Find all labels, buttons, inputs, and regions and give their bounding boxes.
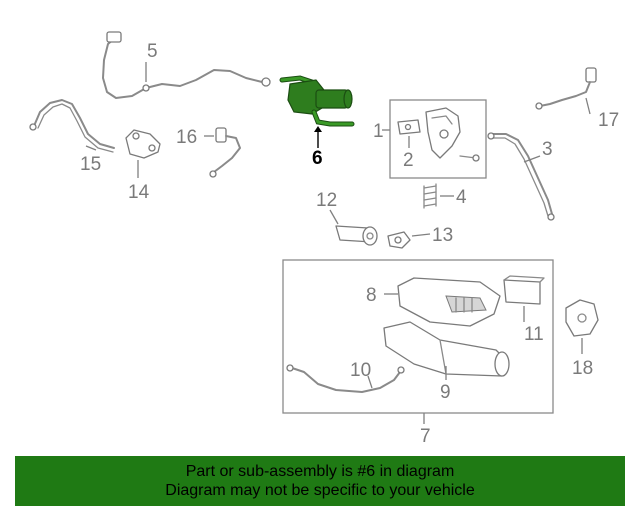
callout-2: 2 [403,150,414,171]
callout-11: 11 [524,324,544,345]
callout-5: 5 [147,41,158,62]
parts-diagram: 5 15 14 16 6 1 [29,31,619,447]
callout-12: 12 [316,190,337,211]
callout-9: 9 [440,382,451,403]
callout-3: 3 [542,139,553,160]
callout-6: 6 [312,148,323,169]
group-box-7 [282,259,554,414]
leader-13 [411,233,431,237]
callout-8: 8 [366,285,377,306]
leader-3 [523,155,541,163]
part-4-spring[interactable] [423,183,437,209]
part-2-gasket[interactable] [397,119,421,135]
part-16-sensor[interactable] [209,127,241,178]
info-banner: Part or sub-assembly is #6 in diagram Di… [15,456,625,506]
leader-6-arrow [314,126,322,132]
callout-10: 10 [350,360,371,381]
part-8-bracket[interactable] [397,277,501,327]
banner-line-1: Part or sub-assembly is #6 in diagram [185,463,455,480]
callout-14: 14 [128,182,150,203]
part-15-pipe[interactable] [29,99,115,153]
callout-17: 17 [598,110,619,131]
group-box-1 [389,99,487,179]
callout-7: 7 [420,426,431,447]
callout-4: 4 [456,187,467,208]
leader-17 [585,97,591,115]
part-3-pipe[interactable] [487,132,555,221]
callout-16: 16 [176,127,197,148]
part-13-valve[interactable] [387,231,411,249]
callout-1: 1 [373,121,384,142]
part-6-valve-highlighted[interactable] [279,75,355,127]
leader-12 [329,209,339,225]
part-18-sensor[interactable] [565,299,599,337]
part-11-filter-box[interactable] [503,275,545,305]
bolt [459,154,480,162]
callout-15: 15 [80,154,101,175]
part-10-hose[interactable] [286,364,405,393]
part-9-canister[interactable] [383,321,510,377]
part-12-filter[interactable] [335,225,378,246]
part-5-harness[interactable] [102,31,271,99]
leader-10 [367,375,373,389]
callout-18: 18 [572,358,593,379]
banner-line-2: Diagram may not be specific to your vehi… [165,482,475,499]
part-17-sensor[interactable] [535,67,597,110]
part-14-bracket[interactable] [125,129,161,159]
leader-15 [85,145,97,151]
part-1-assembly[interactable] [425,107,461,159]
callout-13: 13 [432,225,453,246]
